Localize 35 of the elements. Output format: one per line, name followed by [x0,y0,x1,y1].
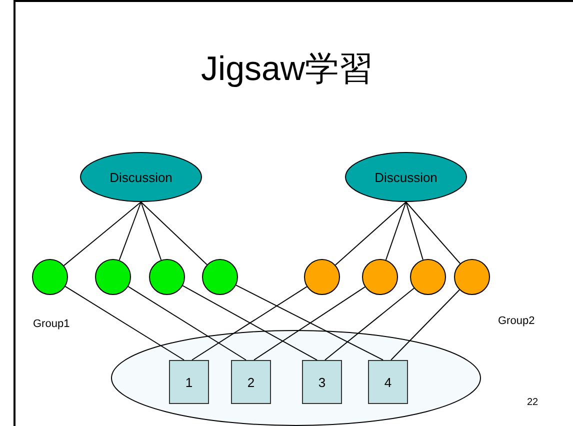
member-circle [362,259,398,295]
connector-line [406,202,424,260]
connector-line [140,202,208,266]
expert-group-ellipse [111,330,481,426]
group-label: Group2 [498,315,535,327]
connector-line [128,286,246,360]
group-label: Group1 [33,318,70,330]
member-circle [202,259,238,295]
page-number: 22 [527,397,538,408]
connector-line [385,202,406,260]
connector-line [324,288,414,360]
member-circle [304,259,340,295]
connector-line [64,286,184,360]
connector-line [140,202,162,260]
connector-line [118,202,142,261]
connector-line [254,286,366,360]
connector-line [406,202,461,264]
topic-box: 4 [368,360,408,404]
member-circle [149,259,185,295]
slide-title: Jigsaw学習 [201,49,373,90]
connector-line [192,286,308,360]
discussion-ellipse: Discussion [345,152,467,202]
connector-line [390,289,460,360]
member-circle [32,259,68,295]
member-circle [410,259,446,295]
connector-line [63,202,142,266]
connector-line [236,284,384,360]
topic-box: 3 [302,360,342,404]
connector-line [334,202,406,266]
connector-line [182,285,318,360]
member-circle [95,259,131,295]
topic-box: 1 [169,360,209,404]
discussion-ellipse: Discussion [80,152,202,202]
member-circle [454,259,490,295]
topic-box: 2 [231,360,271,404]
